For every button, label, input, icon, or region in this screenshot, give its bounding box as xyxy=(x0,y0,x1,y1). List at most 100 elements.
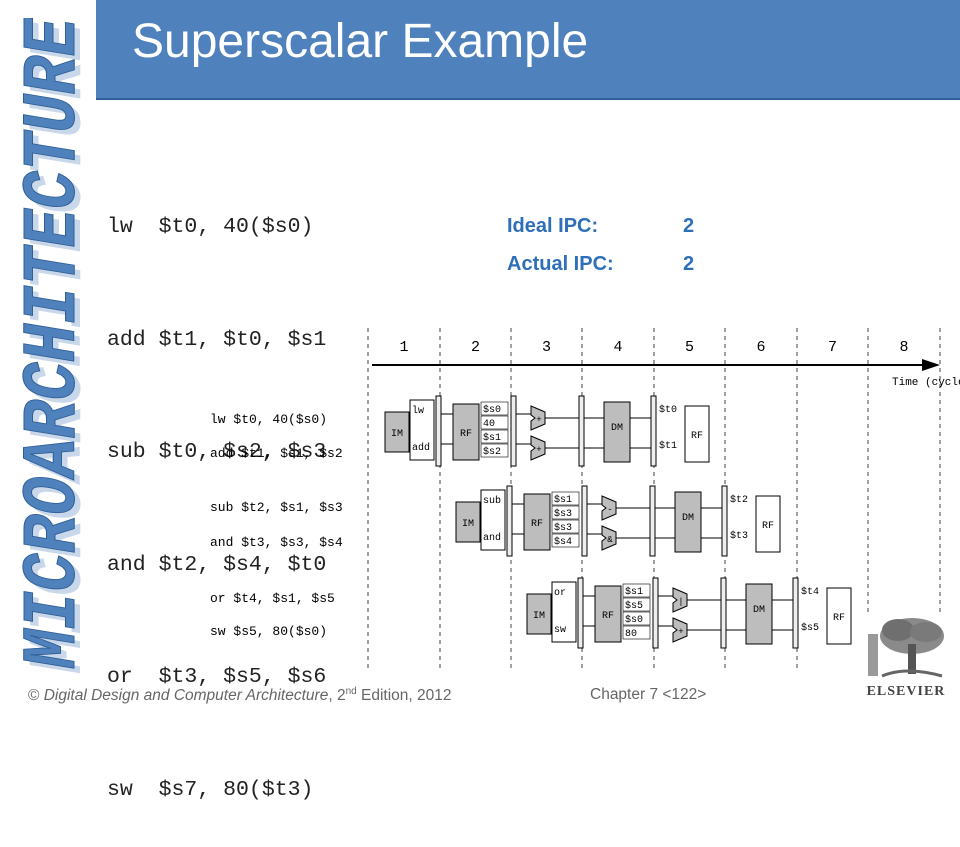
title-bar: Superscalar Example xyxy=(96,0,960,100)
cycle-number: 4 xyxy=(613,339,622,356)
side-banner: MICROARCHITECTURE MICROARCHITECTURE xyxy=(0,0,100,690)
actual-ipc: Actual IPC: 2 xyxy=(507,253,694,276)
writeback-label: $t2 xyxy=(730,494,748,506)
cycle-number: 1 xyxy=(399,339,408,356)
register-cell xyxy=(480,415,509,430)
time-axis-arrow xyxy=(922,359,940,371)
cycle-number: 6 xyxy=(756,339,765,356)
register-cell xyxy=(622,611,651,626)
pipeline-register xyxy=(506,485,513,557)
footer-edition-sup: nd xyxy=(345,686,357,697)
diagram-instruction: and $t3, $s3, $s4 xyxy=(210,535,343,550)
register-label: $s5 xyxy=(625,600,643,612)
alu-op-label: - xyxy=(607,505,612,515)
alu-op-label: + xyxy=(678,627,683,637)
rf-label: RF xyxy=(602,611,614,622)
rf-label: RF xyxy=(460,429,472,440)
register-cell xyxy=(622,625,651,640)
footer-citation: © Digital Design and Computer Architectu… xyxy=(28,686,451,705)
register-label: 40 xyxy=(483,419,495,430)
side-banner-shadow: MICROARCHITECTURE xyxy=(17,22,98,674)
code-line: or $t3, $s5, $s6 xyxy=(107,665,327,689)
register-cell xyxy=(480,443,509,458)
im-block xyxy=(526,593,552,635)
pipeline-register xyxy=(720,577,727,649)
publisher-name: ELSEVIER xyxy=(866,684,946,699)
pipeline-register xyxy=(650,395,657,467)
register-label: $s0 xyxy=(483,404,501,416)
cycle-number: 3 xyxy=(542,339,551,356)
dm-block xyxy=(745,583,773,645)
pipeline-register xyxy=(435,395,442,467)
register-cell xyxy=(551,519,580,534)
register-cell xyxy=(480,401,509,416)
register-label: $s1 xyxy=(625,586,643,598)
alu-block xyxy=(601,495,617,521)
diagram-instruction: sw $s5, 80($s0) xyxy=(210,624,327,639)
ideal-ipc-label: Ideal IPC: xyxy=(507,215,599,237)
dm-block xyxy=(674,491,702,553)
dm-label: DM xyxy=(611,423,623,434)
register-label: $s2 xyxy=(483,446,501,458)
page-title: Superscalar Example xyxy=(132,15,589,68)
rf-block xyxy=(452,403,480,461)
publisher-logo: ELSEVIER xyxy=(862,614,950,700)
control-block xyxy=(480,489,506,551)
actual-ipc-label: Actual IPC: xyxy=(507,253,614,275)
code-line: sub $t0, $s2, $s3 xyxy=(107,440,327,464)
register-cell xyxy=(622,597,651,612)
register-label: $s0 xyxy=(625,614,643,626)
control-block xyxy=(551,581,577,643)
diagram-instruction: lw $t0, 40($s0) xyxy=(210,412,327,427)
dm-label: DM xyxy=(682,513,694,524)
alu-op-label: | xyxy=(678,597,683,607)
footer-book: Digital Design and Computer Architecture xyxy=(43,687,329,705)
alu-op-label: + xyxy=(536,415,541,425)
pipeline-register xyxy=(792,577,799,649)
pipeline-register xyxy=(721,485,728,557)
rf-writeback-block xyxy=(826,587,852,645)
rf-label: RF xyxy=(531,519,543,530)
control-label: or xyxy=(554,588,566,599)
im-block xyxy=(455,501,481,543)
im-block xyxy=(384,411,410,453)
register-label: $s3 xyxy=(554,508,572,520)
register-cell xyxy=(551,505,580,520)
rf-writeback-block xyxy=(684,405,710,463)
writeback-label: $s5 xyxy=(801,622,819,634)
control-label: add xyxy=(412,442,430,454)
ideal-ipc-value: 2 xyxy=(683,215,695,237)
register-cell xyxy=(551,491,580,506)
pipeline-register xyxy=(652,577,659,649)
diagram-instruction: or $t4, $s1, $s5 xyxy=(210,591,335,606)
time-axis-label: Time (cycles xyxy=(892,377,960,389)
rf-writeback-block xyxy=(755,495,781,553)
writeback-label: $t0 xyxy=(659,404,677,416)
cycle-number: 7 xyxy=(828,339,837,356)
alu-op-label: & xyxy=(607,535,613,545)
code-line: and $t2, $s4, $t0 xyxy=(107,552,327,577)
pipeline-register xyxy=(578,395,585,467)
writeback-label: $t1 xyxy=(659,440,677,452)
register-cell xyxy=(551,533,580,548)
code-line: sw $s7, 80($t3) xyxy=(107,777,314,802)
alu-block xyxy=(530,405,546,431)
pipeline-register xyxy=(577,577,584,649)
register-label: 80 xyxy=(625,629,637,640)
control-label: and xyxy=(483,532,501,544)
cycle-number: 2 xyxy=(471,339,480,356)
register-cell xyxy=(480,429,509,444)
diagram-instruction: sub $t2, $s1, $s3 xyxy=(210,500,343,515)
control-label: sub xyxy=(483,495,501,507)
control-label: sw xyxy=(554,625,566,636)
footer-copyright: © xyxy=(28,687,44,705)
alu-op-label: + xyxy=(536,445,541,455)
rf-writeback-label: RF xyxy=(762,521,774,532)
footer-edition: , 2 xyxy=(328,687,346,705)
rf-writeback-label: RF xyxy=(691,431,703,442)
rf-block xyxy=(594,585,622,643)
dm-label: DM xyxy=(753,605,765,616)
writeback-label: $t3 xyxy=(730,530,748,542)
register-label: $s1 xyxy=(483,432,501,444)
